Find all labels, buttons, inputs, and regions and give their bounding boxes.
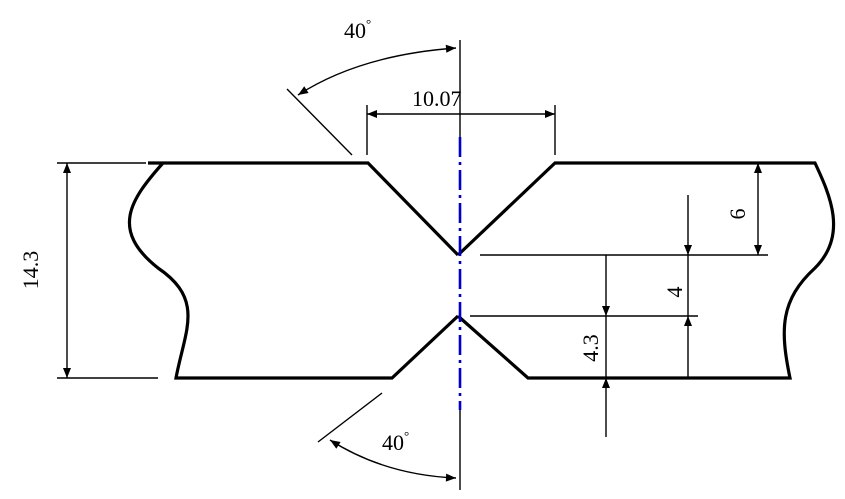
- top-angle-value: 40°: [344, 16, 371, 43]
- left-plate-outline: [127, 161, 460, 380]
- upper-depth-value: 6: [725, 209, 750, 220]
- thickness-value: 14.3: [18, 251, 43, 290]
- root-face-value: 4: [662, 287, 687, 298]
- lower-depth-value: 4.3: [578, 334, 603, 362]
- bottom-angle-value: 40°: [382, 428, 409, 455]
- top-angle-arc: [297, 44, 457, 96]
- bottom-angle-leader: [317, 392, 383, 443]
- bottom-angle-arc: [329, 439, 457, 482]
- top-angle-leader: [286, 88, 353, 156]
- gap-width-value: 10.07: [412, 86, 462, 111]
- right-plate-outline: [456, 161, 836, 380]
